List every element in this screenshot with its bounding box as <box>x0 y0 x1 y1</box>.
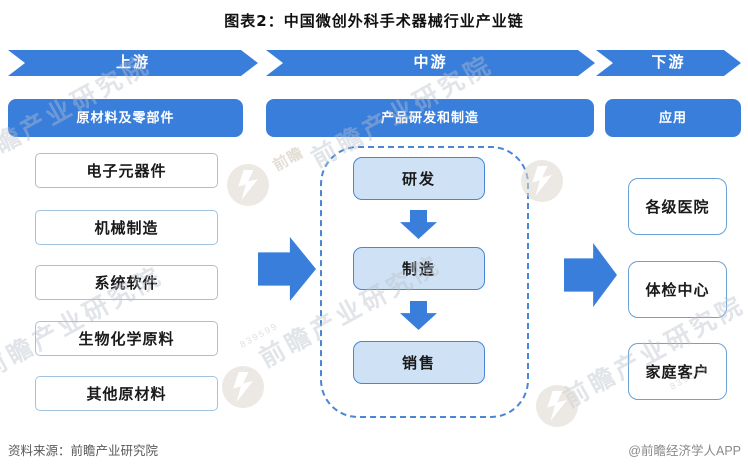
qianzhan-logo-icon <box>227 164 269 206</box>
upstream-item-electronic-components: 电子元器件 <box>35 153 218 188</box>
stage-banner-upstream: 上游 <box>8 50 258 76</box>
watermark-code: 839599 <box>238 320 280 350</box>
stage-banner-midstream: 中游 <box>266 50 595 76</box>
downstream-item-hospitals: 各级医院 <box>628 178 727 235</box>
source-note: 资料来源：前瞻产业研究院 <box>8 444 159 458</box>
upstream-item-biochemical-materials: 生物化学原料 <box>35 321 218 356</box>
qianzhan-logo-icon <box>536 385 578 427</box>
header-box-midstream: 产品研发和制造 <box>266 99 594 137</box>
header-box-upstream: 原材料及零部件 <box>8 99 243 137</box>
midstream-step-rd: 研发 <box>353 157 485 200</box>
upstream-item-other-materials: 其他原材料 <box>35 376 218 411</box>
stage-banner-downstream: 下游 <box>596 50 741 76</box>
downstream-item-home-customers: 家庭客户 <box>628 343 727 400</box>
watermark-logo-label: 前瞻 <box>270 144 307 175</box>
header-box-downstream: 应用 <box>605 99 741 137</box>
upstream-item-system-software: 系统软件 <box>35 265 218 300</box>
downstream-item-exam-centers: 体检中心 <box>628 261 727 318</box>
qianzhan-logo-icon <box>222 366 264 408</box>
page-title: 图表2：中国微创外科手术器械行业产业链 <box>224 12 524 30</box>
midstream-step-sales: 销售 <box>353 341 485 384</box>
flow-arrow-right-icon <box>564 243 617 307</box>
midstream-step-manufacturing: 制造 <box>353 247 485 290</box>
flow-arrow-right-icon <box>258 237 316 301</box>
midstream-process-container <box>320 146 529 418</box>
upstream-item-machinery: 机械制造 <box>35 210 218 245</box>
credit-note: @前瞻经济学人APP <box>628 444 741 458</box>
